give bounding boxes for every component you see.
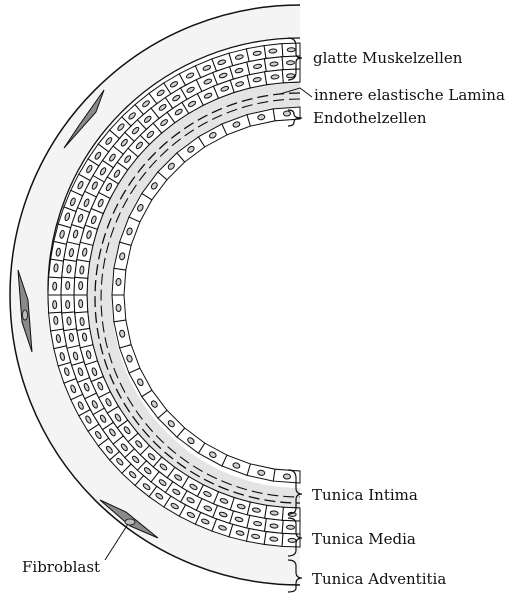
cell-nucleus [270, 511, 278, 516]
cell-nucleus [53, 282, 57, 290]
cell-nucleus [270, 62, 278, 67]
cell-nucleus [269, 49, 277, 54]
cell-nucleus [66, 300, 70, 308]
cell-nucleus [79, 300, 83, 308]
cell-nucleus [79, 282, 83, 290]
cell-nucleus [53, 316, 58, 324]
cell-nucleus [66, 281, 70, 289]
cell-nucleus [286, 61, 294, 65]
label-endothelium: Endothelzellen [313, 109, 427, 127]
cell-nucleus [53, 301, 57, 309]
fibroblast-nucleus [23, 310, 28, 320]
cell-nucleus [283, 474, 290, 479]
label-tunica-intima: Tunica Intima [312, 486, 418, 504]
cell-nucleus [54, 264, 59, 272]
cell-nucleus [116, 304, 121, 311]
label-internal-elastic-lamina: innere elastische Lamina [314, 86, 505, 104]
label-fibroblast: Fibroblast [22, 558, 100, 576]
label-tunica-media: Tunica Media [312, 530, 416, 548]
label-tunica-adventitia: Tunica Adventitia [312, 570, 446, 588]
cell-nucleus [286, 525, 294, 529]
cell-nucleus [287, 48, 295, 52]
cell-nucleus [67, 265, 72, 273]
cell-nucleus [283, 111, 290, 116]
cell-nucleus [271, 74, 279, 79]
fibroblast-nucleus [125, 519, 135, 525]
cell-nucleus [288, 538, 296, 542]
cell-nucleus [270, 524, 278, 529]
cell-nucleus [80, 317, 85, 325]
cell-nucleus [270, 537, 278, 542]
cell-nucleus [79, 266, 84, 274]
cell-nucleus [287, 74, 295, 78]
cell-nucleus [116, 278, 121, 285]
label-smooth-muscle: glatte Muskelzellen [313, 49, 463, 67]
cell-nucleus [67, 317, 72, 325]
fibroblast-leader-line [105, 524, 128, 560]
